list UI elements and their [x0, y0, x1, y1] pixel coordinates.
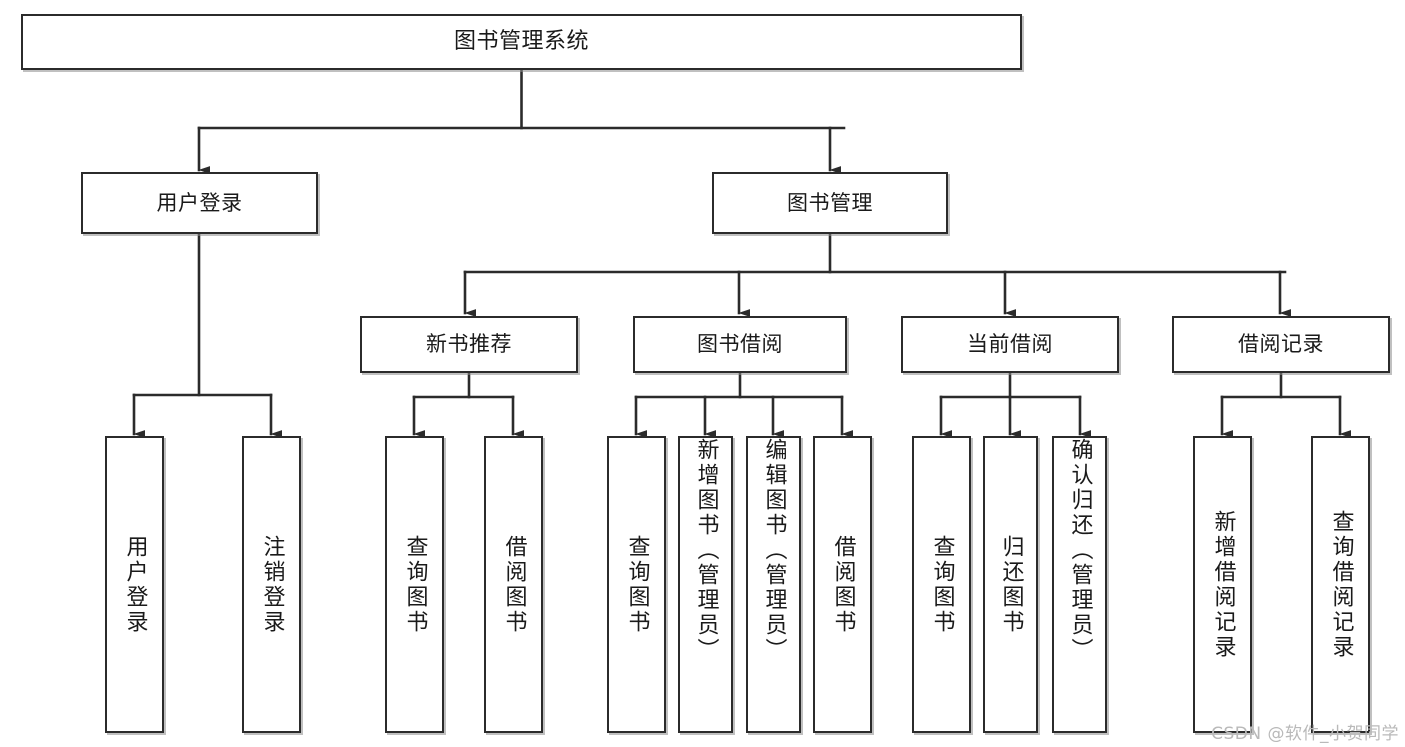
node-leaf-edit-book[interactable]: 编辑图书（管理员）	[746, 436, 801, 733]
node-leaf-borrow-book-1[interactable]: 借阅图书	[484, 436, 543, 733]
node-leaf-logout-label: 注销登录	[259, 534, 285, 635]
node-leaf-borrow-book-2-label: 借阅图书	[830, 534, 856, 635]
node-book-admin[interactable]: 图书管理	[712, 172, 948, 234]
node-book-borrow[interactable]: 图书借阅	[633, 316, 847, 373]
node-root-label: 图书管理系统	[453, 29, 589, 55]
node-user-login-label: 用户登录	[156, 190, 243, 215]
node-leaf-logout[interactable]: 注销登录	[242, 436, 301, 733]
node-leaf-add-record[interactable]: 新增借阅记录	[1193, 436, 1252, 733]
node-user-login[interactable]: 用户登录	[81, 172, 318, 234]
node-leaf-query-record-label: 查询借阅记录	[1328, 509, 1354, 660]
node-leaf-user-login-label: 用户登录	[122, 534, 148, 635]
node-leaf-confirm-return-label: 确认归还（管理员）	[1067, 438, 1093, 663]
node-leaf-return-book[interactable]: 归还图书	[983, 436, 1038, 733]
node-borrow-record-label: 借阅记录	[1238, 332, 1324, 357]
node-leaf-return-book-label: 归还图书	[998, 534, 1024, 635]
node-root[interactable]: 图书管理系统	[21, 14, 1022, 70]
node-leaf-query-book-2-label: 查询图书	[624, 534, 650, 635]
node-leaf-add-book-label: 新增图书（管理员）	[693, 438, 719, 663]
node-book-admin-label: 图书管理	[787, 190, 873, 215]
node-new-book-rec[interactable]: 新书推荐	[360, 316, 578, 373]
node-book-borrow-label: 图书借阅	[697, 332, 783, 357]
node-leaf-query-book-1[interactable]: 查询图书	[385, 436, 444, 733]
node-borrow-record[interactable]: 借阅记录	[1172, 316, 1390, 373]
node-leaf-edit-book-label: 编辑图书（管理员）	[761, 438, 787, 663]
node-leaf-add-book[interactable]: 新增图书（管理员）	[678, 436, 733, 733]
node-leaf-confirm-return[interactable]: 确认归还（管理员）	[1052, 436, 1107, 733]
node-leaf-query-book-1-label: 查询图书	[402, 534, 428, 635]
node-leaf-add-record-label: 新增借阅记录	[1210, 509, 1236, 660]
node-new-book-rec-label: 新书推荐	[426, 332, 512, 357]
node-leaf-query-book-2[interactable]: 查询图书	[607, 436, 666, 733]
node-leaf-user-login[interactable]: 用户登录	[105, 436, 164, 733]
csdn-watermark: CSDN @软件_小贺同学	[1211, 724, 1399, 744]
node-current-borrow-label: 当前借阅	[967, 332, 1053, 357]
node-leaf-borrow-book-1-label: 借阅图书	[501, 534, 527, 635]
node-current-borrow[interactable]: 当前借阅	[901, 316, 1119, 373]
node-leaf-borrow-book-2[interactable]: 借阅图书	[813, 436, 872, 733]
node-leaf-query-book-3-label: 查询图书	[929, 534, 955, 635]
node-leaf-query-book-3[interactable]: 查询图书	[912, 436, 971, 733]
node-leaf-query-record[interactable]: 查询借阅记录	[1311, 436, 1370, 733]
